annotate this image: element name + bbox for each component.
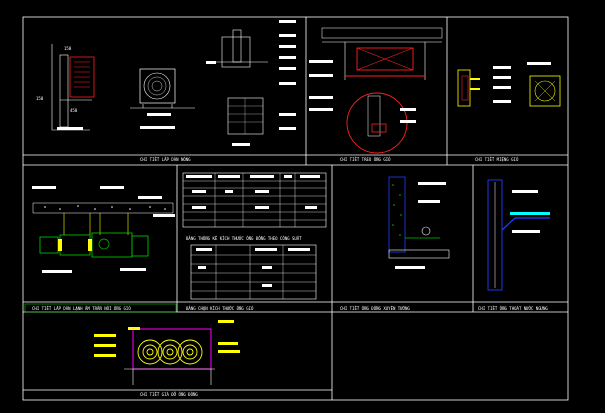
dim-width: 450: [70, 108, 78, 113]
duct-section: [356, 47, 414, 71]
outdoor-unit-side: [69, 56, 95, 98]
drain-riser: [487, 179, 503, 291]
dim-height: 150: [64, 46, 72, 51]
panel-tables: BẢNG THỐNG KÊ KÍCH THƯỚC ỐNG ĐỒNG THEO C…: [182, 172, 327, 311]
panel-condensate-drain: CHI TIẾT ỐNG THOÁT NƯỚC NGƯNG: [478, 179, 550, 311]
detail-circle-icon: [346, 92, 408, 154]
panel-outdoor-unit: 150 150 450 CHI TIẾT LẮP DÀN: [36, 20, 296, 162]
pipe-section-icon: [421, 226, 431, 236]
wall-column: [388, 176, 406, 253]
concrete-block: [227, 97, 264, 135]
duct-size-table: [190, 244, 317, 300]
indoor-unit-body: [59, 234, 91, 256]
diffuser-icon: [534, 80, 556, 102]
drain-branch: [501, 217, 550, 231]
panel-pipe-support: CHI TIẾT GIÁ ĐỠ ỐNG ĐỒNG: [94, 320, 240, 397]
insulated-pipe-icons: [137, 339, 203, 365]
caption-panel-1: CHI TIẾT LẮP DÀN NÓNG: [140, 157, 191, 162]
outdoor-unit-front: [139, 68, 176, 104]
copper-pipe-table: [182, 172, 327, 228]
caption-panel-6: CHI TIẾT ỐNG ĐỒNG XUYÊN TƯỜNG: [340, 306, 410, 311]
bolt-detail: [221, 36, 251, 68]
caption-panel-2: CHI TIẾT TREO ỐNG GIÓ: [340, 157, 391, 162]
fan-grille-icon: [143, 72, 171, 100]
unit-fins: [74, 61, 90, 88]
panel-grille: CHI TIẾT MIỆNG GIÓ: [457, 62, 561, 162]
label-bar: [57, 127, 83, 130]
caption-panel-3: CHI TIẾT MIỆNG GIÓ: [475, 157, 519, 162]
dim-side: 150: [36, 96, 44, 101]
wall-section: [59, 54, 69, 128]
grille-square: [529, 75, 561, 107]
sheet-border: [22, 16, 569, 401]
panel-duct-hanger: CHI TIẾT TREO ỐNG GIÓ: [309, 27, 443, 162]
caption-panel-7: CHI TIẾT ỐNG THOÁT NƯỚC NGƯNG: [478, 306, 548, 311]
panel-wall-penetration: CHI TIẾT ỐNG ĐỒNG XUYÊN TƯỜNG: [340, 176, 450, 311]
fan-icon: [98, 238, 110, 250]
caption-panel-8: CHI TIẾT GIÁ ĐỠ ỐNG ĐỒNG: [140, 392, 198, 397]
caption-panel-4: CHI TIẾT LẮP DÀN LẠNH ÂM TRẦN NỐI ỐNG GI…: [32, 306, 131, 311]
caption-table-2: BẢNG CHỌN KÍCH THƯỚC ỐNG GIÓ: [186, 306, 254, 311]
caption-table-1: BẢNG THỐNG KÊ KÍCH THƯỚC ỐNG ĐỒNG THEO C…: [186, 236, 302, 241]
panel-indoor-unit: CHI TIẾT LẮP DÀN LẠNH ÂM TRẦN NỐI ỐNG GI…: [24, 186, 177, 313]
